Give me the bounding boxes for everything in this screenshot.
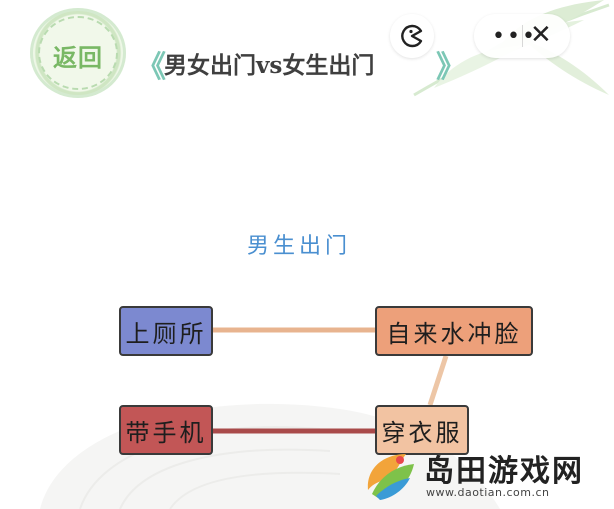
- watermark-logo-icon: [367, 454, 414, 500]
- level-title: 男女出门vs女生出门: [164, 52, 375, 79]
- capsule-menu: ••• ✕: [474, 14, 570, 58]
- back-button-label: 返回: [53, 43, 103, 72]
- scene-title: 男生出门: [246, 234, 351, 259]
- card-wash-face[interactable]: 自来水冲脸: [375, 306, 533, 356]
- miniprogram-capsule: ••• ✕: [390, 14, 590, 58]
- back-button[interactable]: 返回: [30, 8, 126, 98]
- game-center-button[interactable]: [390, 14, 434, 58]
- card-bathroom[interactable]: 上厕所: [119, 306, 213, 356]
- back-button-ring: [38, 16, 118, 90]
- title-arrow-right-icon: 》: [436, 50, 466, 85]
- card-phone[interactable]: 带手机: [119, 405, 213, 455]
- capsule-divider: [522, 25, 523, 47]
- site-watermark: 岛田游戏网 www.daotian.com.cn: [360, 444, 610, 506]
- watermark-site-name: 岛田游戏网: [424, 454, 584, 489]
- pacman-icon: [401, 24, 423, 48]
- close-icon[interactable]: ✕: [530, 20, 552, 50]
- watermark-url: www.daotian.com.cn: [426, 486, 550, 499]
- title-arrow-left-icon: 《: [136, 50, 166, 85]
- card-clothes[interactable]: 穿衣服: [375, 405, 469, 455]
- more-options-icon[interactable]: •••: [492, 23, 537, 49]
